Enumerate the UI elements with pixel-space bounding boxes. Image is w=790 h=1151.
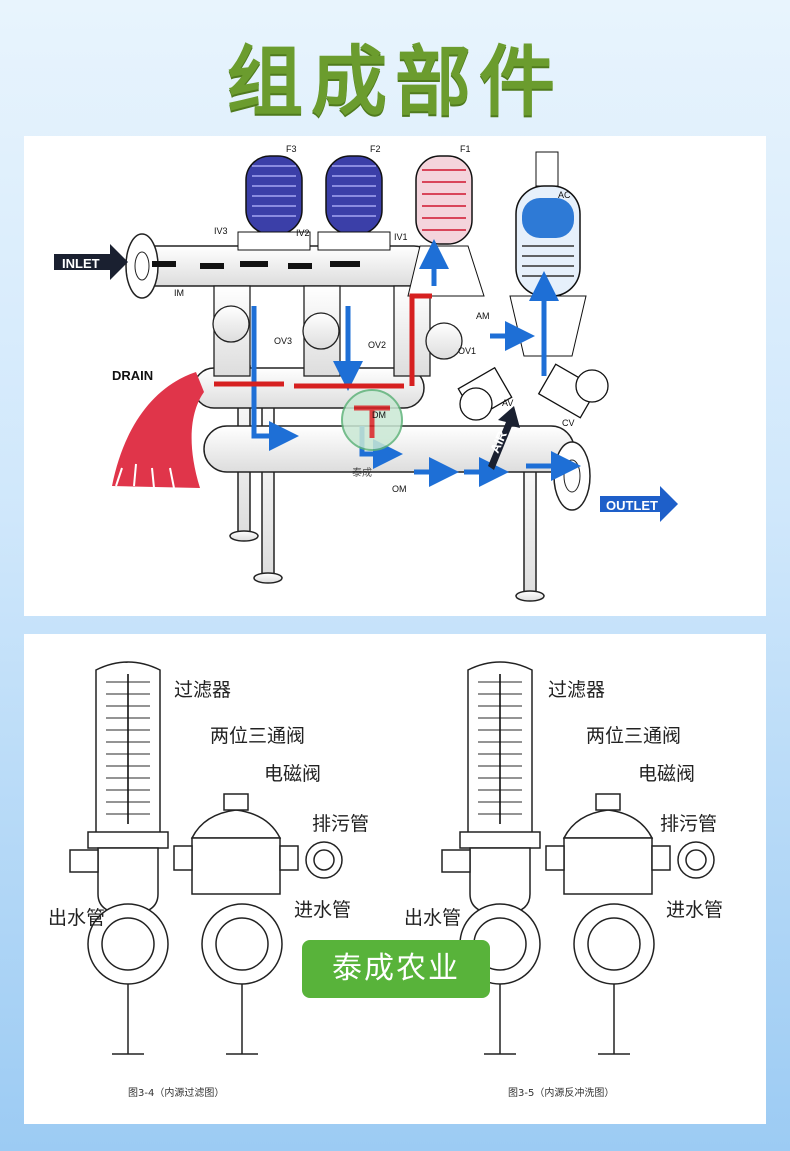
filter-f2 [317,155,391,251]
caption-left: 图3-4（内源过滤图） [128,1086,224,1099]
filter-ac [509,151,587,357]
support-legs [229,365,545,602]
label-om: OM [392,484,407,494]
label-left-filter: 过滤器 [174,679,231,701]
label-left-three-way-valve: 两位三通阀 [210,725,305,747]
filter-f1 [407,155,485,297]
label-dm: DM [372,410,386,420]
label-f3: F3 [286,144,297,154]
label-right-three-way-valve: 两位三通阀 [586,725,681,747]
inlet-manifold [125,233,435,299]
label-av: AV [502,398,513,408]
inlet-flow-arrows [152,261,360,269]
label-ov3: OV3 [274,336,292,346]
label-right-solenoid-valve: 电磁阀 [638,763,695,785]
label-f1: F1 [460,144,471,154]
valve-assemblies [212,285,463,377]
inlet-arrow: INLET [54,244,128,280]
outlet-arrow: OUTLET [600,486,678,522]
label-left-drain-pipe: 排污管 [312,813,369,835]
label-im: IM [174,288,184,298]
label-iv1: IV1 [394,232,408,242]
drain-spray [103,372,204,489]
label-iv3: IV3 [214,226,228,236]
label-left-inlet-pipe: 进水管 [294,899,351,921]
brand-badge: 泰成农业 [302,940,490,998]
label-ac: AC [558,190,571,200]
label-ov1: OV1 [458,346,476,356]
backwash-flow-arrows [214,293,432,389]
angle-valves [457,363,609,421]
label-iv2: IV2 [296,228,310,238]
label-left-outlet-pipe: 出水管 [48,907,105,929]
page-title: 组成部件 [227,37,563,126]
label-right-drain-pipe: 排污管 [660,813,717,835]
svg-text:INLET: INLET [62,256,100,271]
label-f2: F2 [370,144,381,154]
label-right-inlet-pipe: 进水管 [666,899,723,921]
svg-text:泰成: 泰成 [352,466,372,479]
label-right-filter: 过滤器 [548,679,605,701]
label-cv: CV [562,418,575,428]
label-right-outlet-pipe: 出水管 [404,907,461,929]
label-left-solenoid-valve: 电磁阀 [264,763,321,785]
filter-station-diagram: INLET OUTLET AIR 泰成 DRAIN F3 F2 F1 AC IV… [24,136,766,616]
svg-text:OUTLET: OUTLET [606,498,658,513]
label-ov2: OV2 [368,340,386,350]
outlet-flow-arrows [251,239,581,487]
label-drain: DRAIN [112,368,153,383]
label-am: AM [476,311,490,321]
filter-f3 [237,155,311,251]
watermark-logo: 泰成 [341,389,403,479]
filter-schematics: 过滤器 两位三通阀 电磁阀 排污管 出水管 进水管 图3-4（内源过滤图） 过滤… [24,634,766,1124]
caption-right: 图3-5（内源反冲洗图） [508,1086,614,1099]
